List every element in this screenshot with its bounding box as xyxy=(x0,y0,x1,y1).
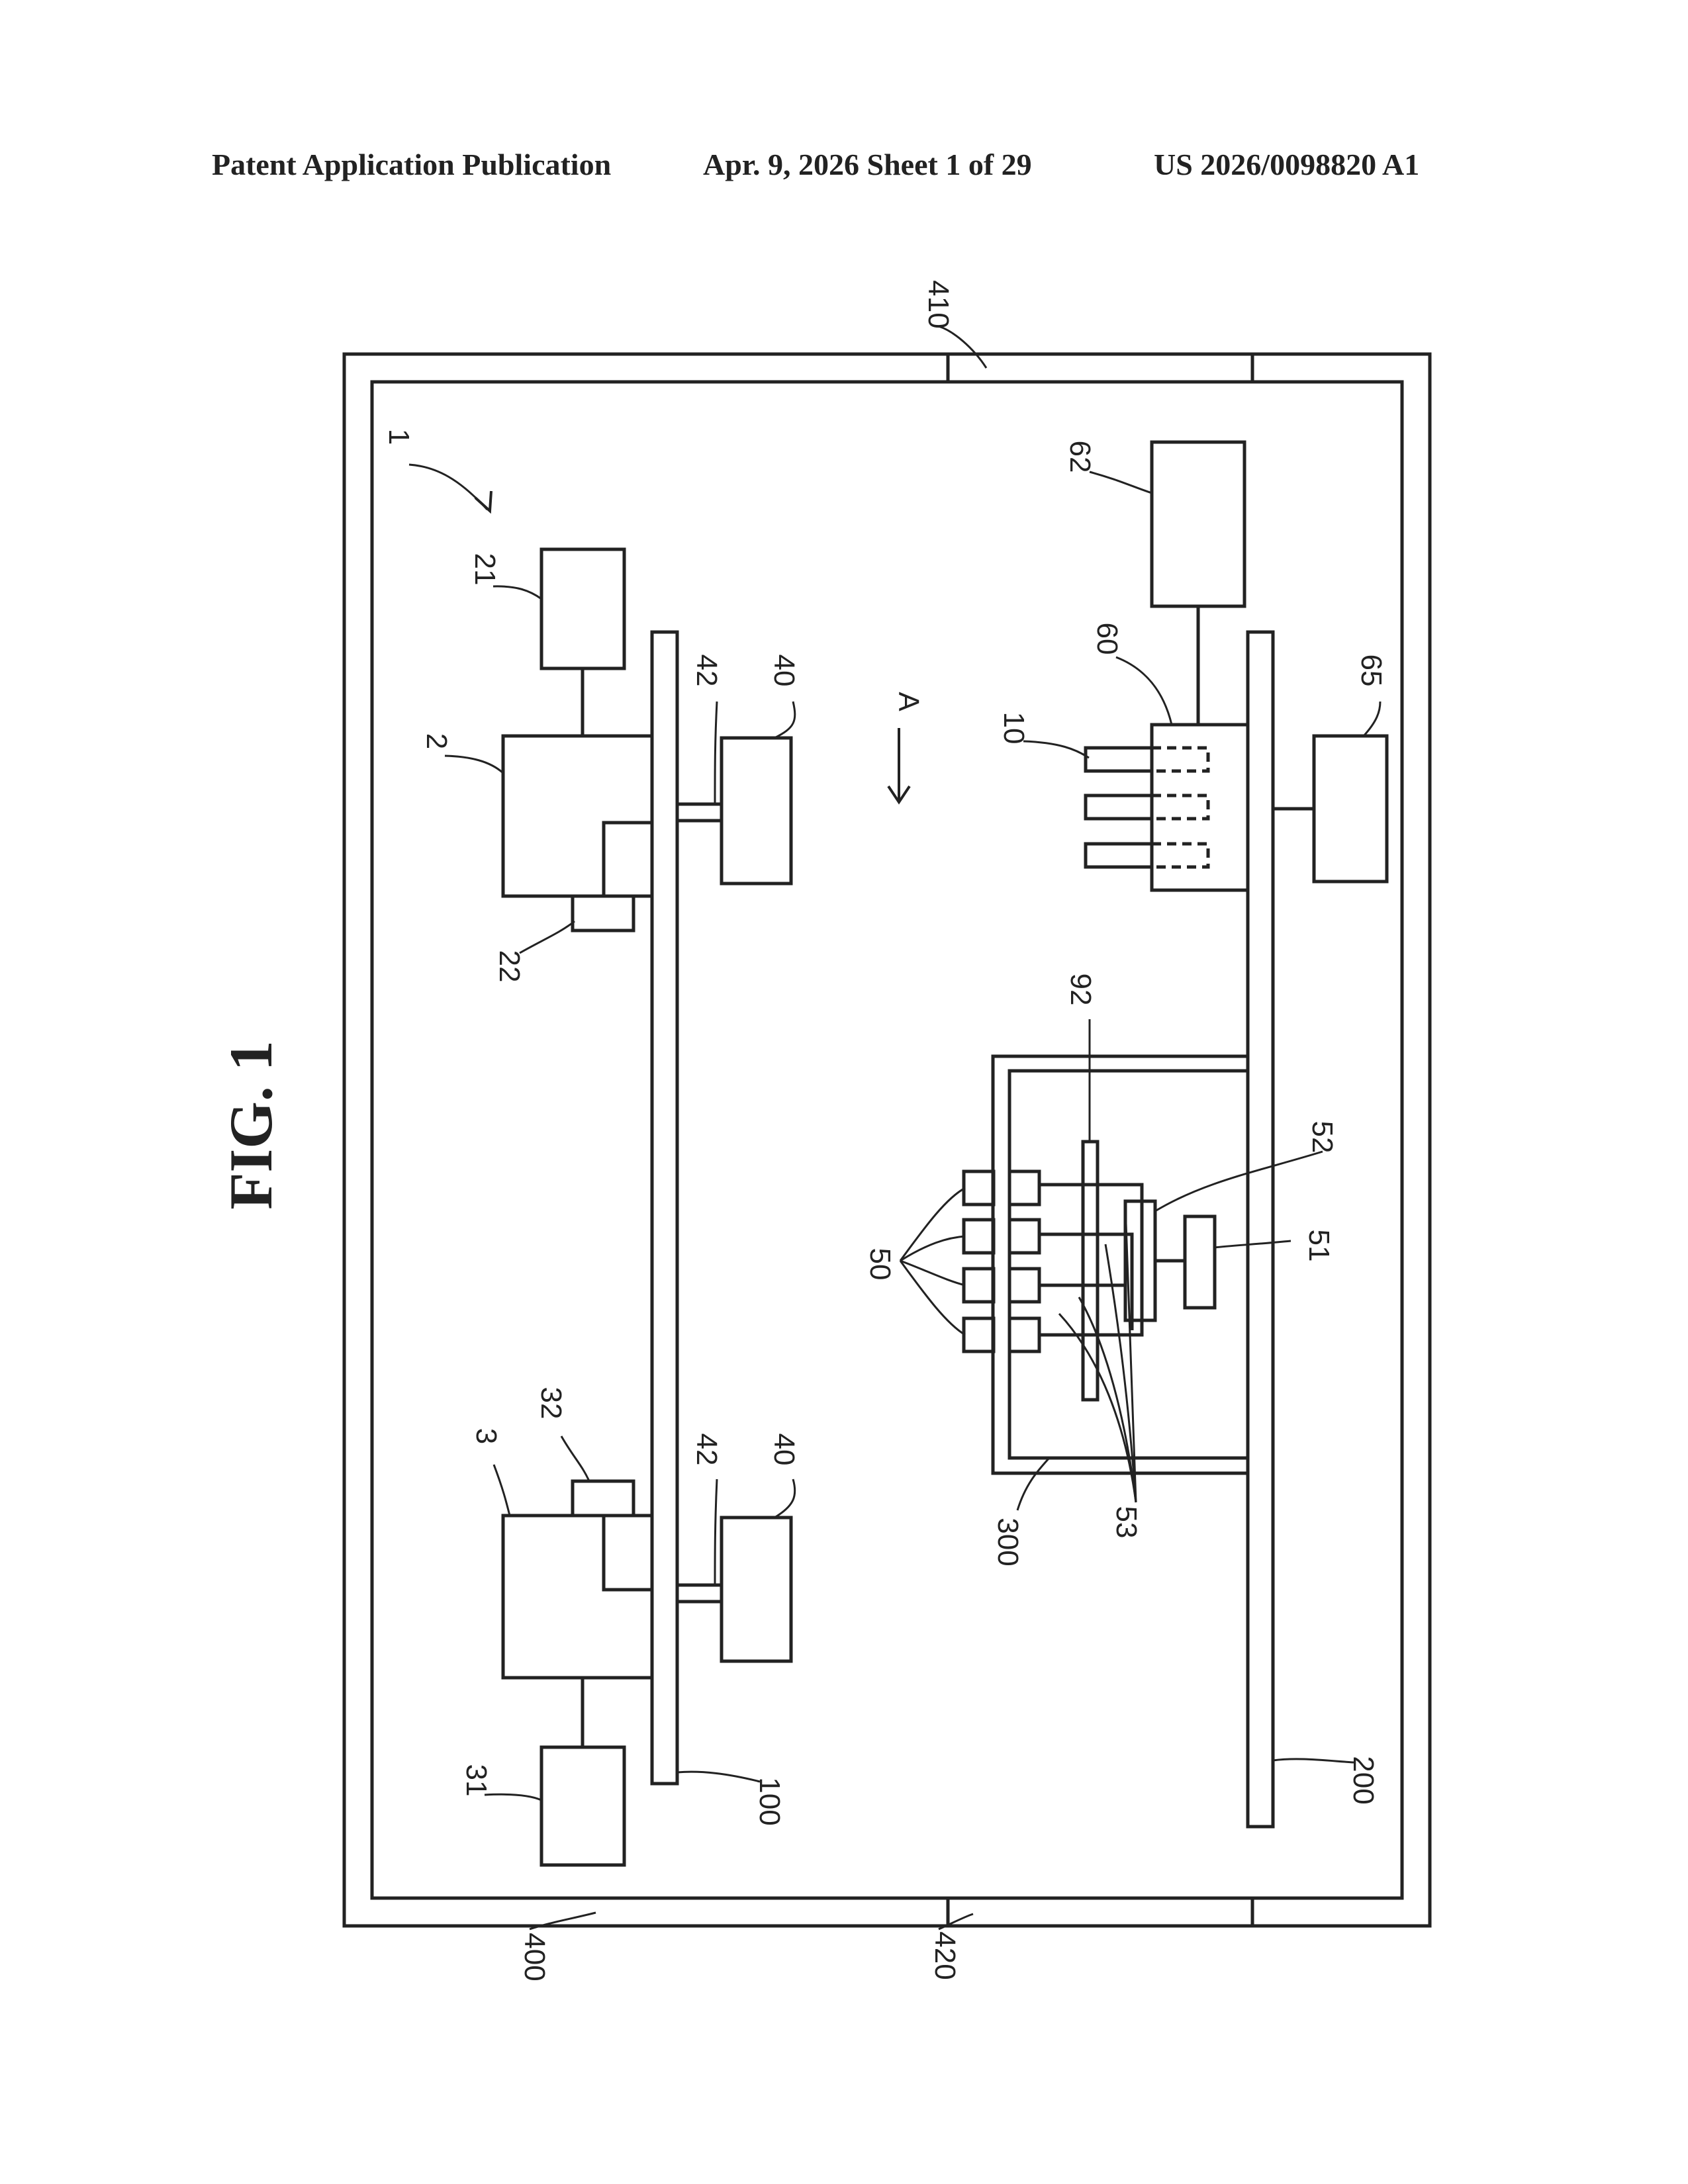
label-400: 400 xyxy=(518,1933,551,1981)
label-100: 100 xyxy=(753,1777,786,1825)
unit-50-outer-3 xyxy=(964,1269,994,1302)
label-52: 52 xyxy=(1306,1121,1338,1154)
label-1: 1 xyxy=(383,429,415,445)
label-2: 2 xyxy=(420,733,453,749)
probe-10-top xyxy=(1086,748,1152,771)
leader-40-top xyxy=(774,702,795,738)
unit-3 xyxy=(503,1516,652,1678)
label-53: 53 xyxy=(1110,1506,1143,1539)
unit-2 xyxy=(503,736,652,896)
unit-40-top xyxy=(722,738,791,884)
probe-10-bottom xyxy=(1086,844,1152,867)
leader-51 xyxy=(1215,1241,1291,1248)
label-65: 65 xyxy=(1355,655,1387,687)
label-3: 3 xyxy=(470,1428,502,1444)
label-direction-a: A xyxy=(892,692,925,711)
leader-32 xyxy=(561,1436,589,1481)
figure-title: FIG. 1 xyxy=(217,1040,285,1210)
leader-62 xyxy=(1090,472,1152,493)
label-22: 22 xyxy=(493,950,526,983)
leader-100 xyxy=(677,1772,760,1782)
unit-50-outer-1 xyxy=(964,1171,994,1205)
label-21: 21 xyxy=(469,553,501,586)
label-42-top: 42 xyxy=(690,655,723,687)
unit-51 xyxy=(1185,1216,1215,1308)
chamber-300-inner xyxy=(1009,1071,1248,1458)
unit-3-inner-block xyxy=(604,1516,652,1590)
label-50: 50 xyxy=(864,1248,896,1281)
leader-300 xyxy=(1017,1458,1049,1510)
label-32: 32 xyxy=(535,1387,567,1420)
leader-42-bottom xyxy=(715,1479,717,1585)
leader-410 xyxy=(939,326,986,368)
leader-50-1 xyxy=(900,1188,965,1261)
rail-100 xyxy=(652,632,677,1784)
unit-50-inner-4 xyxy=(1009,1318,1039,1351)
probe-10-middle-hidden xyxy=(1152,796,1208,819)
leader-60 xyxy=(1116,657,1172,725)
unit-50-outer-2 xyxy=(964,1220,994,1253)
arm-4 xyxy=(1039,1324,1142,1335)
enclosure-outer-wall xyxy=(344,354,1430,1926)
label-420: 420 xyxy=(929,1931,961,1979)
unit-50-outer-4 xyxy=(964,1318,994,1351)
label-10: 10 xyxy=(998,712,1030,745)
arm-2 xyxy=(1039,1234,1132,1330)
leader-2 xyxy=(445,756,503,773)
leader-40-bottom xyxy=(774,1479,795,1518)
leader-3 xyxy=(494,1465,510,1516)
label-42-bottom: 42 xyxy=(690,1433,723,1466)
unit-31 xyxy=(541,1747,624,1865)
rod-92 xyxy=(1083,1142,1098,1400)
unit-40-bottom xyxy=(722,1518,791,1661)
unit-21 xyxy=(541,549,624,668)
label-410: 410 xyxy=(922,280,955,328)
unit-22 xyxy=(573,896,633,931)
unit-62 xyxy=(1152,442,1244,606)
leader-10 xyxy=(1023,741,1089,758)
unit-32 xyxy=(573,1481,633,1516)
leader-22 xyxy=(520,921,575,953)
label-40-top: 40 xyxy=(768,655,800,687)
rail-200 xyxy=(1248,632,1273,1827)
arrow-1-head xyxy=(475,491,491,511)
probe-10-top-hidden xyxy=(1152,748,1208,771)
unit-2-inner-block xyxy=(604,823,652,896)
label-51: 51 xyxy=(1303,1230,1335,1262)
leader-200 xyxy=(1273,1759,1354,1762)
leader-42-top xyxy=(715,702,717,804)
label-60: 60 xyxy=(1091,623,1123,655)
leader-50-4 xyxy=(900,1261,965,1335)
leader-31 xyxy=(485,1794,541,1800)
label-300: 300 xyxy=(992,1518,1024,1566)
leader-1 xyxy=(409,465,487,510)
unit-65 xyxy=(1314,736,1387,882)
leader-21 xyxy=(493,586,541,599)
unit-50-inner-1 xyxy=(1009,1171,1039,1205)
probe-10-middle xyxy=(1086,796,1152,819)
label-92: 92 xyxy=(1064,974,1097,1006)
label-40-bottom: 40 xyxy=(768,1433,800,1466)
label-62: 62 xyxy=(1064,441,1096,473)
leader-65 xyxy=(1364,702,1380,736)
unit-50-inner-3 xyxy=(1009,1269,1039,1302)
unit-50-inner-2 xyxy=(1009,1220,1039,1253)
label-31: 31 xyxy=(460,1764,492,1797)
leader-52 xyxy=(1155,1152,1323,1211)
probe-10-bottom-hidden xyxy=(1152,844,1208,867)
